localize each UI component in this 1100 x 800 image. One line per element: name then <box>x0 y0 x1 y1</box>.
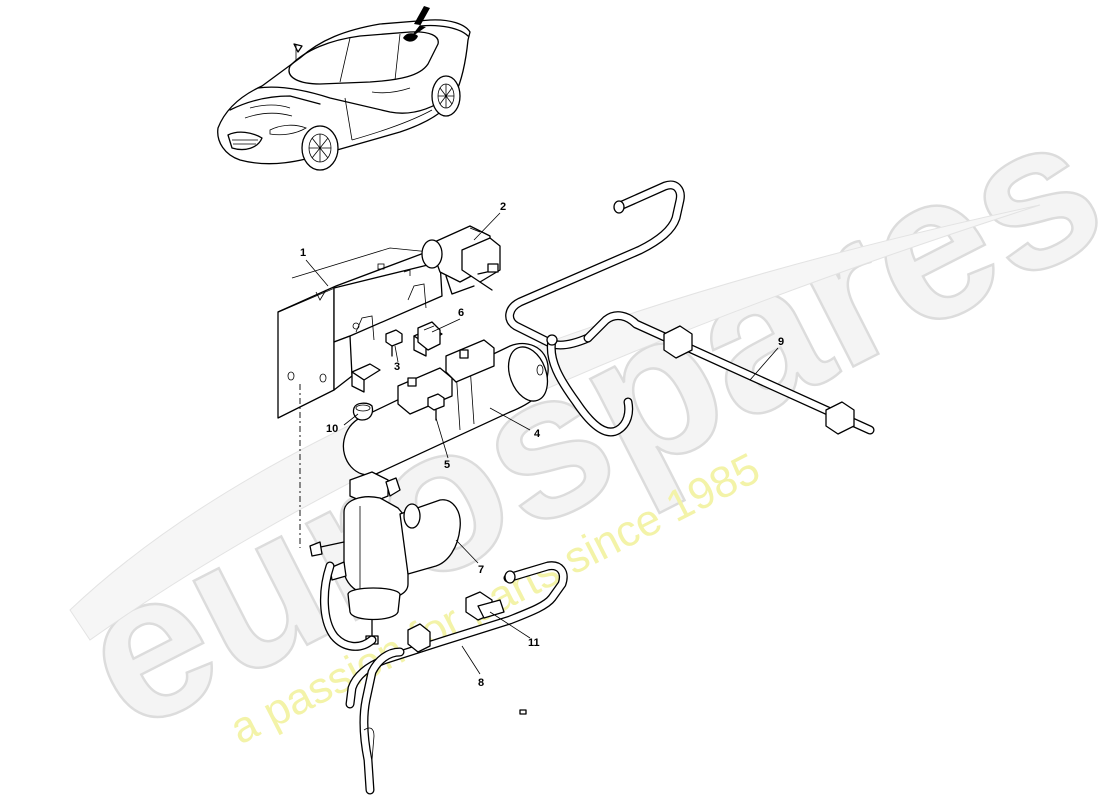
callout-7: 7 <box>478 564 484 576</box>
callout-9: 9 <box>778 336 784 348</box>
part-9-pipe <box>505 180 875 437</box>
callout-6: 6 <box>458 307 464 319</box>
callout-5: 5 <box>444 459 450 471</box>
callout-4: 4 <box>534 428 541 440</box>
part-3-bolt <box>385 329 403 357</box>
part-11-clip <box>465 591 505 621</box>
watermark-swoosh <box>69 204 1041 641</box>
callout-11: 11 <box>528 637 540 649</box>
part-8-hose <box>319 561 568 795</box>
callout-2: 2 <box>500 201 506 213</box>
leader-lines <box>305 212 779 675</box>
part-4-reservoir <box>342 339 549 476</box>
location-arrow-icon <box>410 6 430 38</box>
part-10-grommet <box>352 402 374 421</box>
car-locator-illustration <box>217 6 471 171</box>
callout-3: 3 <box>394 361 400 373</box>
callout-labels: 1 2 3 4 5 6 7 8 9 10 11 <box>300 201 784 689</box>
part-7-pump <box>309 471 461 645</box>
part-1-bracket <box>277 247 443 419</box>
callout-8: 8 <box>478 677 484 689</box>
watermark: eurospares eurospares a passion for part… <box>45 67 1100 775</box>
callout-1: 1 <box>300 247 306 259</box>
callout-10: 10 <box>326 423 338 435</box>
part-6-clip <box>417 321 441 351</box>
part-2-valve <box>421 225 501 295</box>
watermark-brand: eurospares <box>46 68 1100 774</box>
